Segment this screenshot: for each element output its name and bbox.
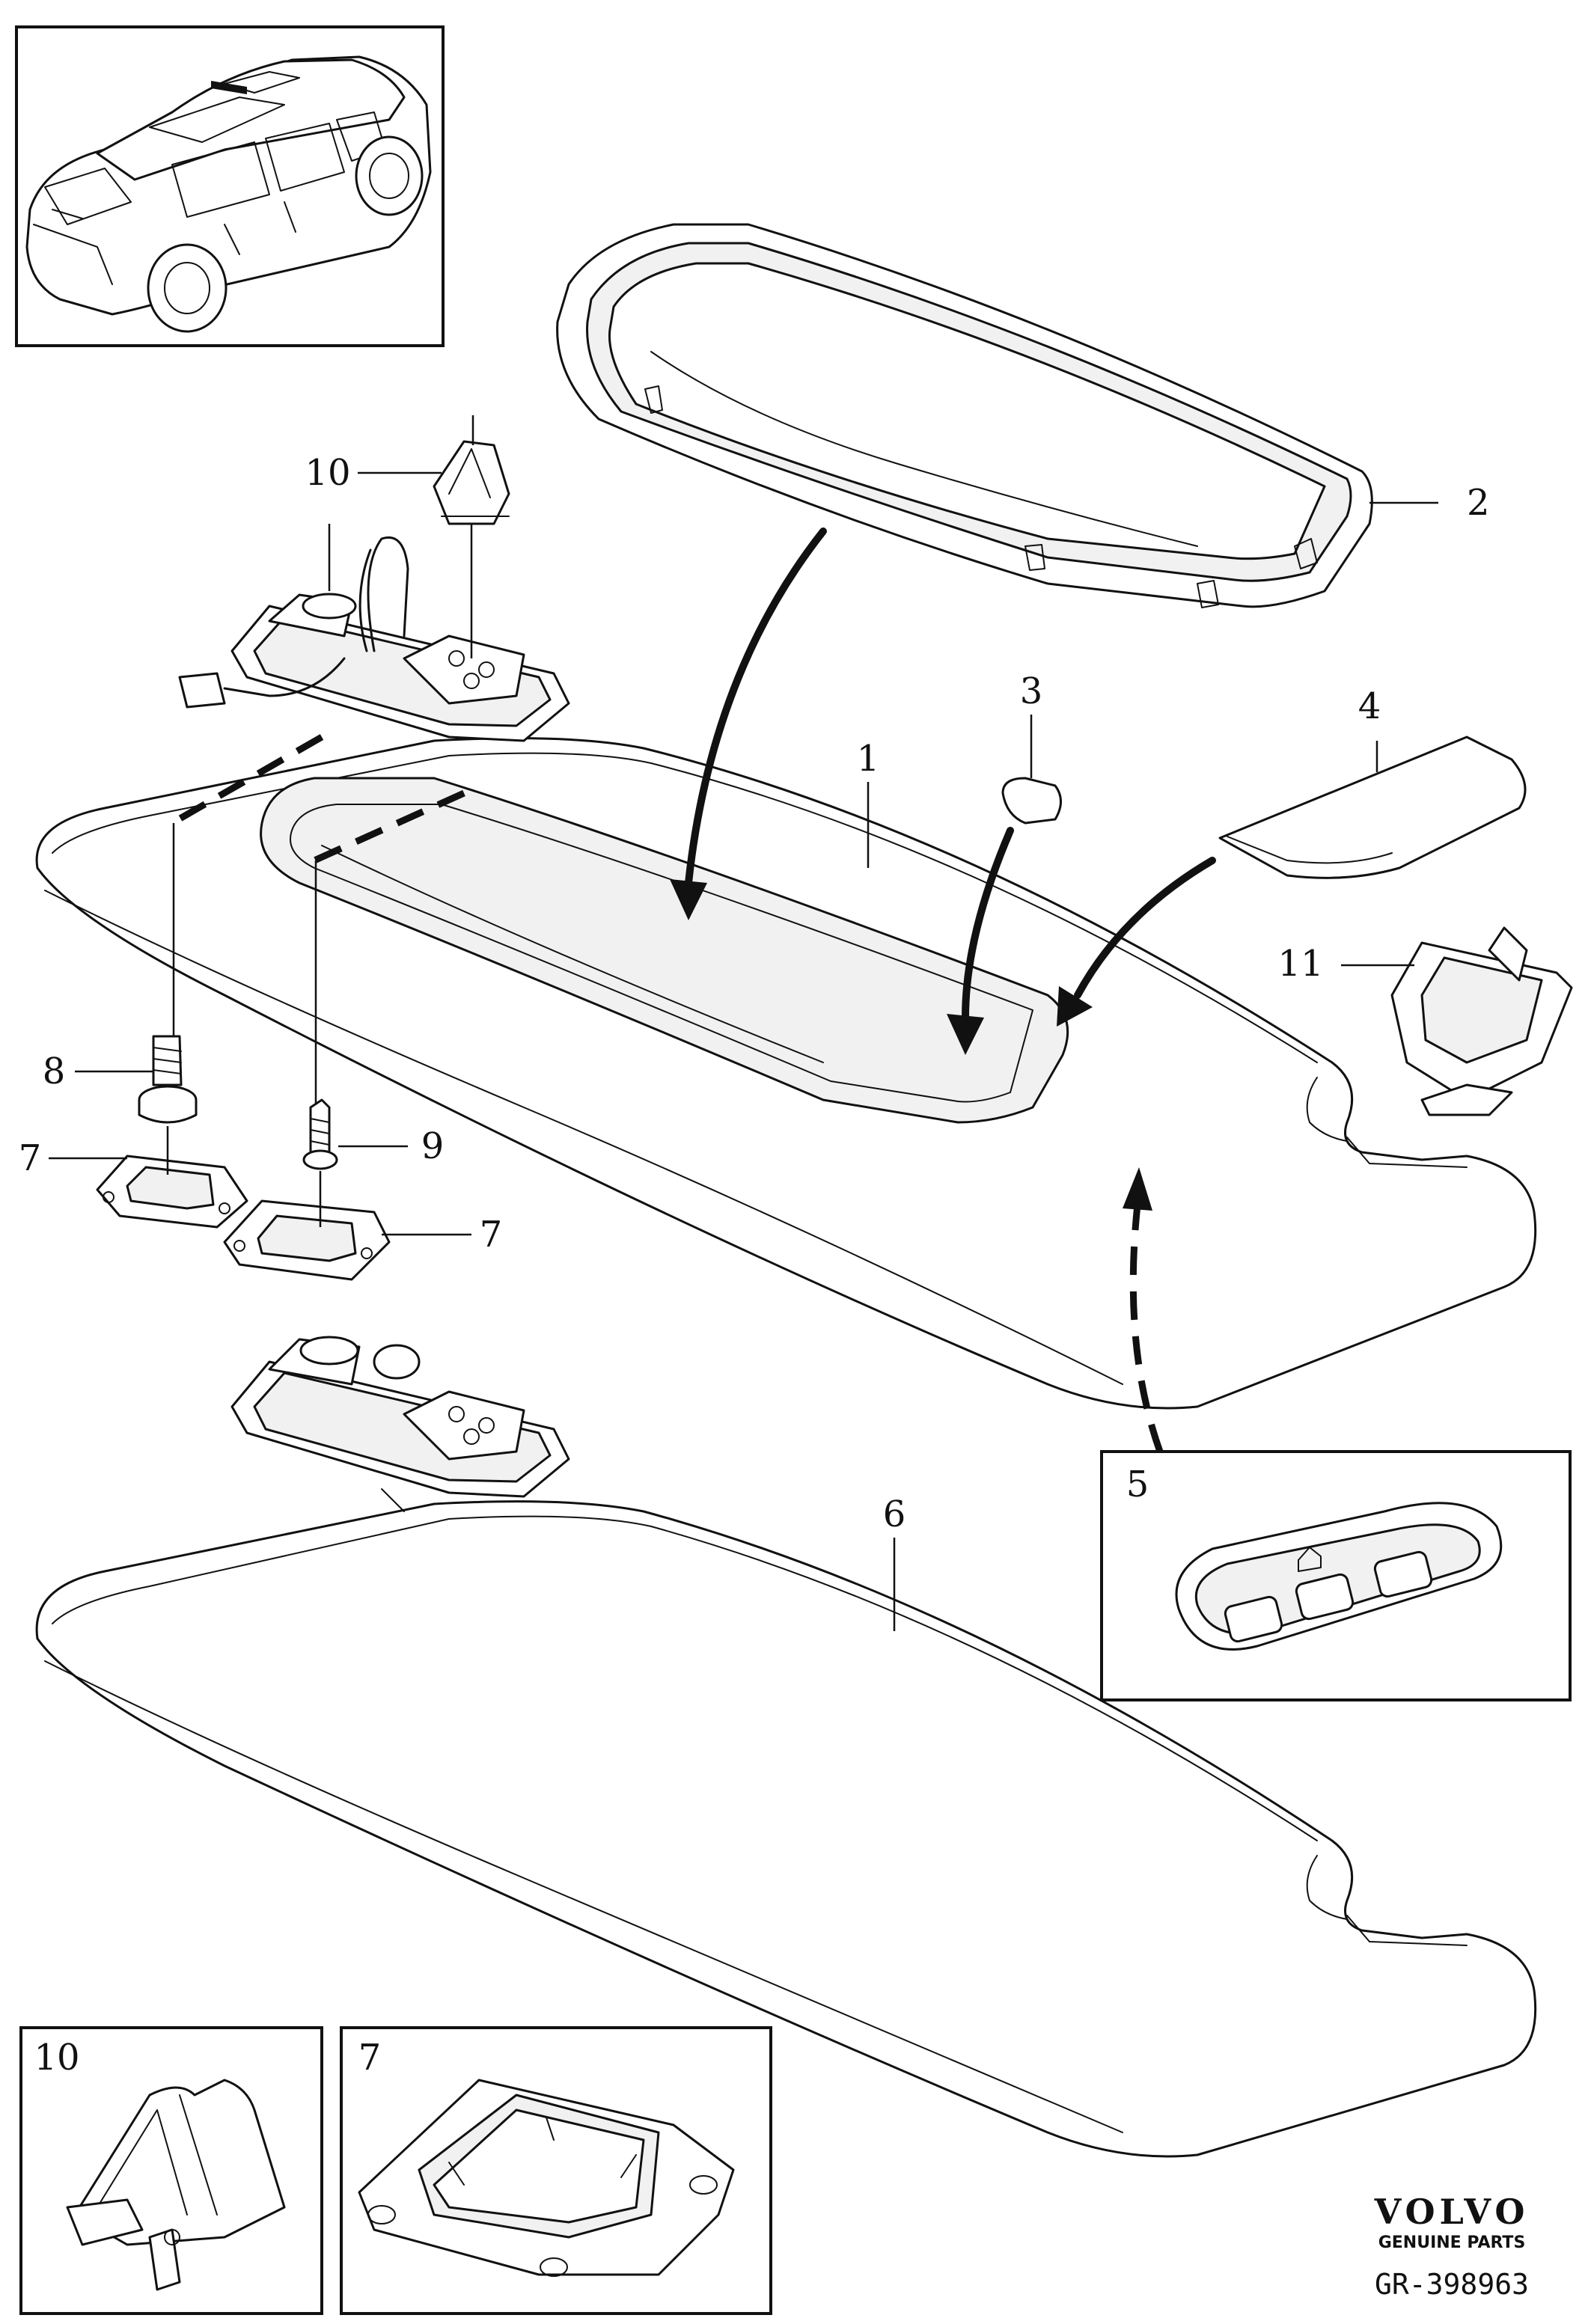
callout-9: 9 xyxy=(421,1125,445,1167)
callout-labels: 1 2 3 4 5 6 7 7 8 9 10 11 10 7 xyxy=(19,452,1490,2079)
brand-name: VOLVO xyxy=(1374,2192,1530,2232)
home-link-icon xyxy=(1298,1547,1322,1572)
part-7-bracket-detail xyxy=(358,2079,735,2277)
callout-3: 3 xyxy=(1020,670,1043,712)
part-10-clip xyxy=(358,415,510,525)
callout-1: 1 xyxy=(857,738,880,780)
part-2-frame xyxy=(556,223,1373,608)
drawing-number: GR-398963 xyxy=(1375,2268,1529,2301)
light-module-lower xyxy=(230,1336,570,1512)
callout-2: 2 xyxy=(1467,482,1490,524)
callout-7a: 7 xyxy=(19,1137,42,1179)
assembly-guides xyxy=(166,734,1164,1453)
callout-4: 4 xyxy=(1358,685,1381,727)
part-11-module xyxy=(1341,926,1573,1116)
assembly-arrows xyxy=(670,528,1216,1055)
callout-6: 6 xyxy=(883,1493,906,1535)
part-10-frame xyxy=(19,2026,323,2315)
part-10-clip-detail xyxy=(66,2079,286,2291)
callout-10: 10 xyxy=(305,452,350,494)
brand-subtitle: GENUINE PARTS xyxy=(1378,2233,1526,2252)
callout-7-inset: 7 xyxy=(358,2037,382,2079)
callout-10-inset: 10 xyxy=(34,2037,79,2079)
brand-block: VOLVO GENUINE PARTS GR-398963 xyxy=(1374,2192,1530,2301)
part-8-screw xyxy=(75,1035,198,1124)
part-10-inset xyxy=(19,2026,323,2315)
part-7-bracket-a xyxy=(49,1155,248,1229)
part-7-frame xyxy=(340,2026,772,2315)
light-module-upper xyxy=(178,524,570,742)
part-6-overhead-console xyxy=(35,1500,1537,2158)
car-locator-inset xyxy=(15,25,445,347)
callout-7b: 7 xyxy=(480,1214,503,1256)
homelink-panel xyxy=(1175,1502,1503,1651)
callout-11: 11 xyxy=(1277,943,1323,985)
part-7-inset xyxy=(340,2026,772,2315)
part-5-frame xyxy=(1100,1450,1572,1701)
car-locator-icon xyxy=(25,55,432,333)
callout-leaders xyxy=(867,501,1438,1631)
part-4-cover xyxy=(1218,736,1527,879)
part-5-inset xyxy=(1100,1450,1572,1701)
part-1-overhead-console xyxy=(35,737,1537,1410)
part-9-screw xyxy=(302,1098,408,1170)
callout-5: 5 xyxy=(1126,1464,1149,1505)
callout-8: 8 xyxy=(43,1051,66,1092)
part-3-bulb xyxy=(1001,715,1062,825)
car-locator-frame xyxy=(15,25,445,347)
part-7-bracket-b xyxy=(223,1199,471,1281)
